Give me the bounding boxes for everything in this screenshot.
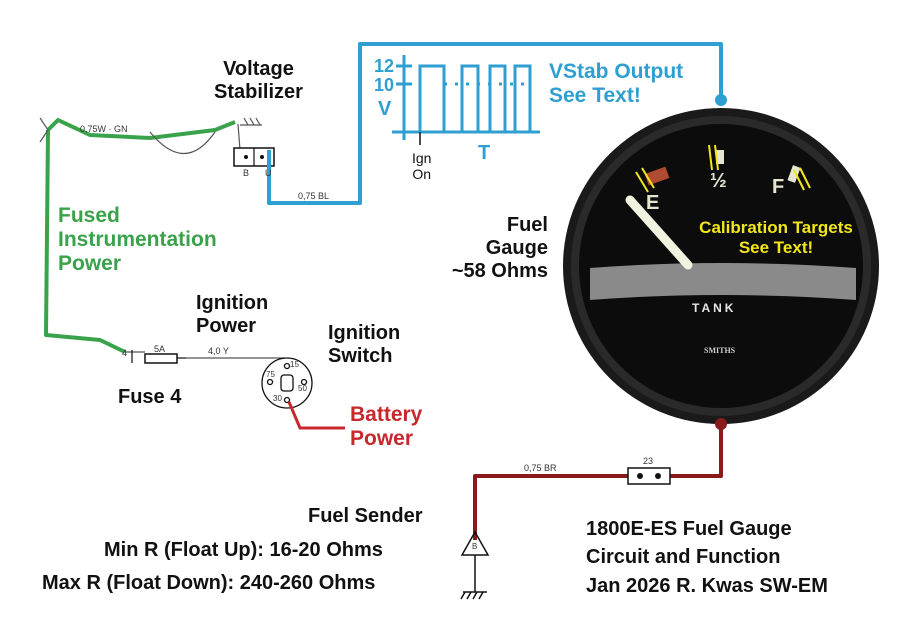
label-line: ~58 Ohms: [451, 260, 548, 282]
title-line: Jan 2026 R. Kwas SW-EM: [586, 574, 828, 597]
wire-tag-bl: 0,75 BL: [298, 191, 330, 201]
label-line: Ign: [412, 150, 432, 166]
wave-y-tick-10: 10: [374, 75, 395, 95]
calibration-targets-label: Calibration Targets See Text!: [680, 218, 872, 257]
wave-y-label: V: [378, 98, 392, 120]
vstab-waveform: [392, 55, 540, 140]
fuse-symbol: [131, 350, 186, 364]
min-r-label: Min R (Float Up): 16-20 Ohms: [104, 539, 383, 561]
label-line: Ignition: [196, 292, 269, 314]
label-line: VStab Output: [549, 60, 684, 83]
label-line: Stabilizer: [214, 81, 303, 103]
switch-terminal-15: 15: [290, 360, 299, 369]
ignition-power-label: Ignition Power: [196, 292, 268, 338]
ink-wires: [39, 117, 285, 359]
battery-wire: [287, 401, 345, 430]
brown-wire: [473, 424, 723, 540]
label-line: Switch: [328, 345, 393, 367]
label-line: Power: [196, 315, 257, 337]
title-line: Circuit and Function: [586, 546, 781, 569]
fused-power-label: Fused Instrumentation Power: [58, 204, 217, 276]
gauge-terminal-brown: [715, 418, 727, 430]
wire-tag-gn: 0,75W · GN: [80, 124, 128, 134]
wave-x-label: T: [478, 142, 491, 164]
ignition-switch-symbol: [261, 357, 313, 409]
wire-tag-br: 0,75 BR: [524, 463, 557, 473]
gauge-tank-label: TANK: [692, 301, 737, 315]
green-wire: [44, 118, 236, 354]
fuse-label: Fuse 4: [118, 386, 182, 408]
switch-terminal-75: 75: [266, 370, 275, 379]
label-line: Fuel: [506, 214, 548, 236]
wave-y-tick-12: 12: [374, 56, 395, 76]
label-line: Power: [58, 252, 122, 276]
label-line: Calibration Targets: [699, 218, 853, 237]
label-line: See Text!: [738, 237, 814, 257]
gauge-brand-label: SMITHS: [704, 346, 736, 355]
blue-wire: [267, 42, 723, 205]
connector-symbol: [627, 467, 671, 485]
title-line: 1800E-ES Fuel Gauge: [586, 518, 792, 540]
fuse-rating: 5A: [154, 344, 166, 354]
fuel-gauge-label: Fuel Gauge ~58 Ohms: [432, 214, 548, 283]
label-line: Battery: [350, 403, 423, 426]
connector-label: 23: [643, 456, 654, 466]
label-line: Ignition: [328, 322, 401, 344]
switch-terminal-50: 50: [298, 384, 307, 393]
voltage-stabilizer-label: Voltage Stabilizer: [214, 58, 303, 104]
voltage-stabilizer-box: [233, 147, 275, 167]
label-line: See Text!: [549, 84, 641, 108]
fuel-gauge: [563, 108, 879, 424]
battery-power-label: Battery Power: [350, 403, 422, 451]
gauge-e-mark: E: [646, 192, 660, 214]
label-line: On: [412, 166, 432, 183]
ignition-switch-label: Ignition Switch: [328, 322, 400, 368]
fuel-sender-label: Fuel Sender: [308, 505, 423, 527]
gauge-half-mark: ½: [710, 170, 727, 192]
wire-tag-ig: 4,0 Y: [208, 346, 229, 356]
stabilizer-terminal-u: U: [265, 168, 272, 178]
vstab-output-label: VStab Output See Text!: [549, 60, 683, 108]
label-line: Voltage: [223, 58, 294, 80]
label-line: Fused: [58, 204, 120, 227]
switch-terminal-30: 30: [273, 394, 282, 403]
diagram-title: 1800E-ES Fuel Gauge Circuit and Function…: [586, 515, 828, 600]
sender-terminal-b: B: [472, 542, 478, 551]
label-line: Gauge: [485, 237, 548, 259]
max-r-label: Max R (Float Down): 240-260 Ohms: [42, 572, 376, 594]
ign-on-label: Ign On: [412, 150, 431, 182]
gauge-f-mark: F: [772, 176, 785, 198]
label-line: Instrumentation: [58, 228, 217, 252]
gauge-terminal-blue: [715, 94, 727, 106]
fuse-terminal: 4: [122, 348, 128, 358]
label-line: Power: [350, 427, 414, 451]
stabilizer-terminal-b: B: [243, 168, 250, 178]
fuel-sender-symbol: [460, 530, 490, 600]
